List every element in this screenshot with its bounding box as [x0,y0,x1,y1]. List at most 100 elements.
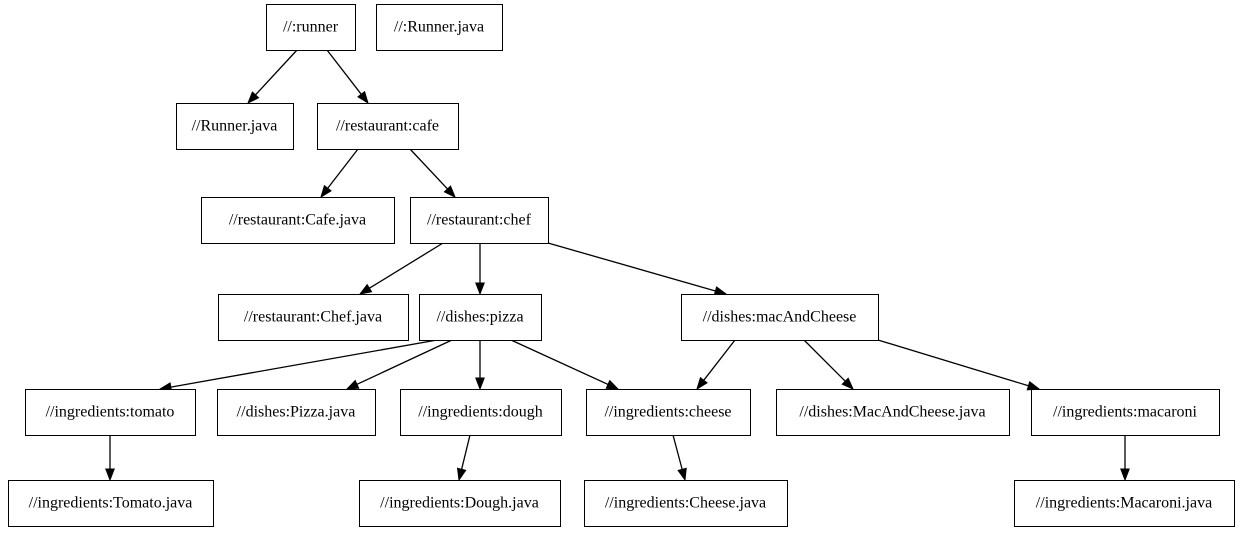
node-box [1031,389,1220,436]
edge-arrowhead-icon [605,379,620,390]
node-label: //ingredients:Dough.java [380,495,539,512]
edge-line [170,339,438,388]
graph-edge [510,339,620,390]
graph-node-dishes_pizza_java[interactable]: //dishes:Pizza.java [217,389,376,436]
edge-line [356,339,453,385]
graph-node-dishes_pizza[interactable]: //dishes:pizza [419,294,542,341]
graph-node-runner[interactable]: //:runner [266,4,356,51]
nodes-layer: //:runner //:Runner.java //Runner.java //re… [8,4,1235,527]
node-label: //ingredients:tomato [46,404,175,421]
graph-node-ingredients_macaroni_java[interactable]: //ingredients:Macaroni.java [1014,480,1235,527]
edge-arrowhead-icon [475,377,485,391]
node-label: //dishes:macAndCheese [703,309,857,326]
graph-node-ingredients_tomato_java[interactable]: //ingredients:Tomato.java [8,480,214,527]
graph-node-dishes_macandcheese[interactable]: //dishes:macAndCheese [681,294,879,341]
edge-line [327,148,359,189]
node-label: //Runner.java [192,118,278,135]
edge-line [672,434,683,470]
edge-line [803,339,846,382]
graph-node-dishes_macandcheese_java[interactable]: //dishes:MacAndCheese.java [776,389,1010,436]
graph-node-ingredients_cheese[interactable]: //ingredients:cheese [586,389,751,436]
node-box [776,389,1010,436]
graph-edge [475,243,485,296]
edge-arrowhead-icon [320,184,332,199]
graph-node-ingredients_dough_java[interactable]: //ingredients:Dough.java [359,480,561,527]
graph-edge [247,49,298,105]
graph-node-ingredients_tomato[interactable]: //ingredients:tomato [25,389,196,436]
node-label: //ingredients:cheese [604,404,731,421]
node-label: //ingredients:macaroni [1053,404,1198,421]
node-label: //dishes:Pizza.java [237,404,356,421]
edge-line [369,242,444,289]
edge-arrowhead-icon [345,379,360,390]
graph-node-ingredients_dough[interactable]: //ingredients:dough [400,389,562,436]
graph-edge [672,434,687,482]
edge-arrowhead-icon [247,91,260,105]
node-box [25,389,196,436]
node-label: //ingredients:Tomato.java [29,495,193,512]
edge-arrowhead-icon [358,283,373,295]
node-box [176,103,294,150]
edge-arrowhead-icon [105,468,115,482]
node-label: //ingredients:Macaroni.java [1036,495,1212,512]
node-label: //restaurant:chef [427,212,532,229]
node-label: //ingredients:Cheese.java [605,495,766,512]
node-box [376,4,503,51]
graph-edge [409,148,456,199]
graph-node-restaurant_chef[interactable]: //restaurant:chef [410,197,549,244]
graph-node-restaurant_chef_java[interactable]: //restaurant:Chef.java [218,294,409,341]
node-box [359,480,561,527]
node-box [419,294,542,341]
edge-line [510,339,609,386]
edge-arrowhead-icon [443,185,456,199]
edges-layer [105,49,1130,482]
node-box [1014,480,1235,527]
edge-line [254,49,298,96]
edge-line [326,49,362,95]
edge-arrowhead-icon [357,90,369,105]
node-box [217,389,376,436]
graph-node-restaurant_cafe_java[interactable]: //restaurant:Cafe.java [201,197,395,244]
edge-arrowhead-icon [475,282,485,296]
graph-edge [1120,435,1130,482]
graph-edge [475,340,485,391]
node-box [218,294,409,341]
edge-arrowhead-icon [841,377,854,390]
graph-edge [547,242,728,296]
graph-node-restaurant_cafe[interactable]: //restaurant:cafe [317,103,459,150]
node-box [317,103,459,150]
node-box [266,4,356,51]
graph-edge [877,339,1041,391]
edge-arrowhead-icon [696,376,708,391]
graph-edge [803,339,854,390]
node-label: //restaurant:cafe [336,118,439,135]
node-box [8,480,214,527]
graph-edge [358,242,444,295]
node-box [681,294,879,341]
edge-line [877,339,1029,387]
edge-arrowhead-icon [456,467,467,482]
node-box [201,197,395,244]
graph-node-runner_java_root[interactable]: //:Runner.java [376,4,503,51]
graph-edge [320,148,359,199]
edge-line [460,434,471,470]
graph-edge [456,434,471,482]
graph-node-ingredients_macaroni[interactable]: //ingredients:macaroni [1031,389,1220,436]
node-box [400,389,562,436]
edge-line [547,242,716,292]
node-label: //dishes:pizza [436,309,523,326]
graph-edge [696,339,736,391]
node-label: //ingredients:dough [418,404,542,421]
graph-edge [105,435,115,482]
graph-node-runner_java[interactable]: //Runner.java [176,103,294,150]
node-label: //:runner [283,19,339,36]
edge-arrowhead-icon [713,286,728,296]
graph-edge [326,49,369,105]
edge-line [703,339,736,381]
graph-node-ingredients_cheese_java[interactable]: //ingredients:Cheese.java [584,480,788,527]
node-box [410,197,549,244]
node-label: //restaurant:Chef.java [244,309,382,326]
node-label: //restaurant:Cafe.java [229,212,366,229]
edge-arrowhead-icon [677,467,687,482]
